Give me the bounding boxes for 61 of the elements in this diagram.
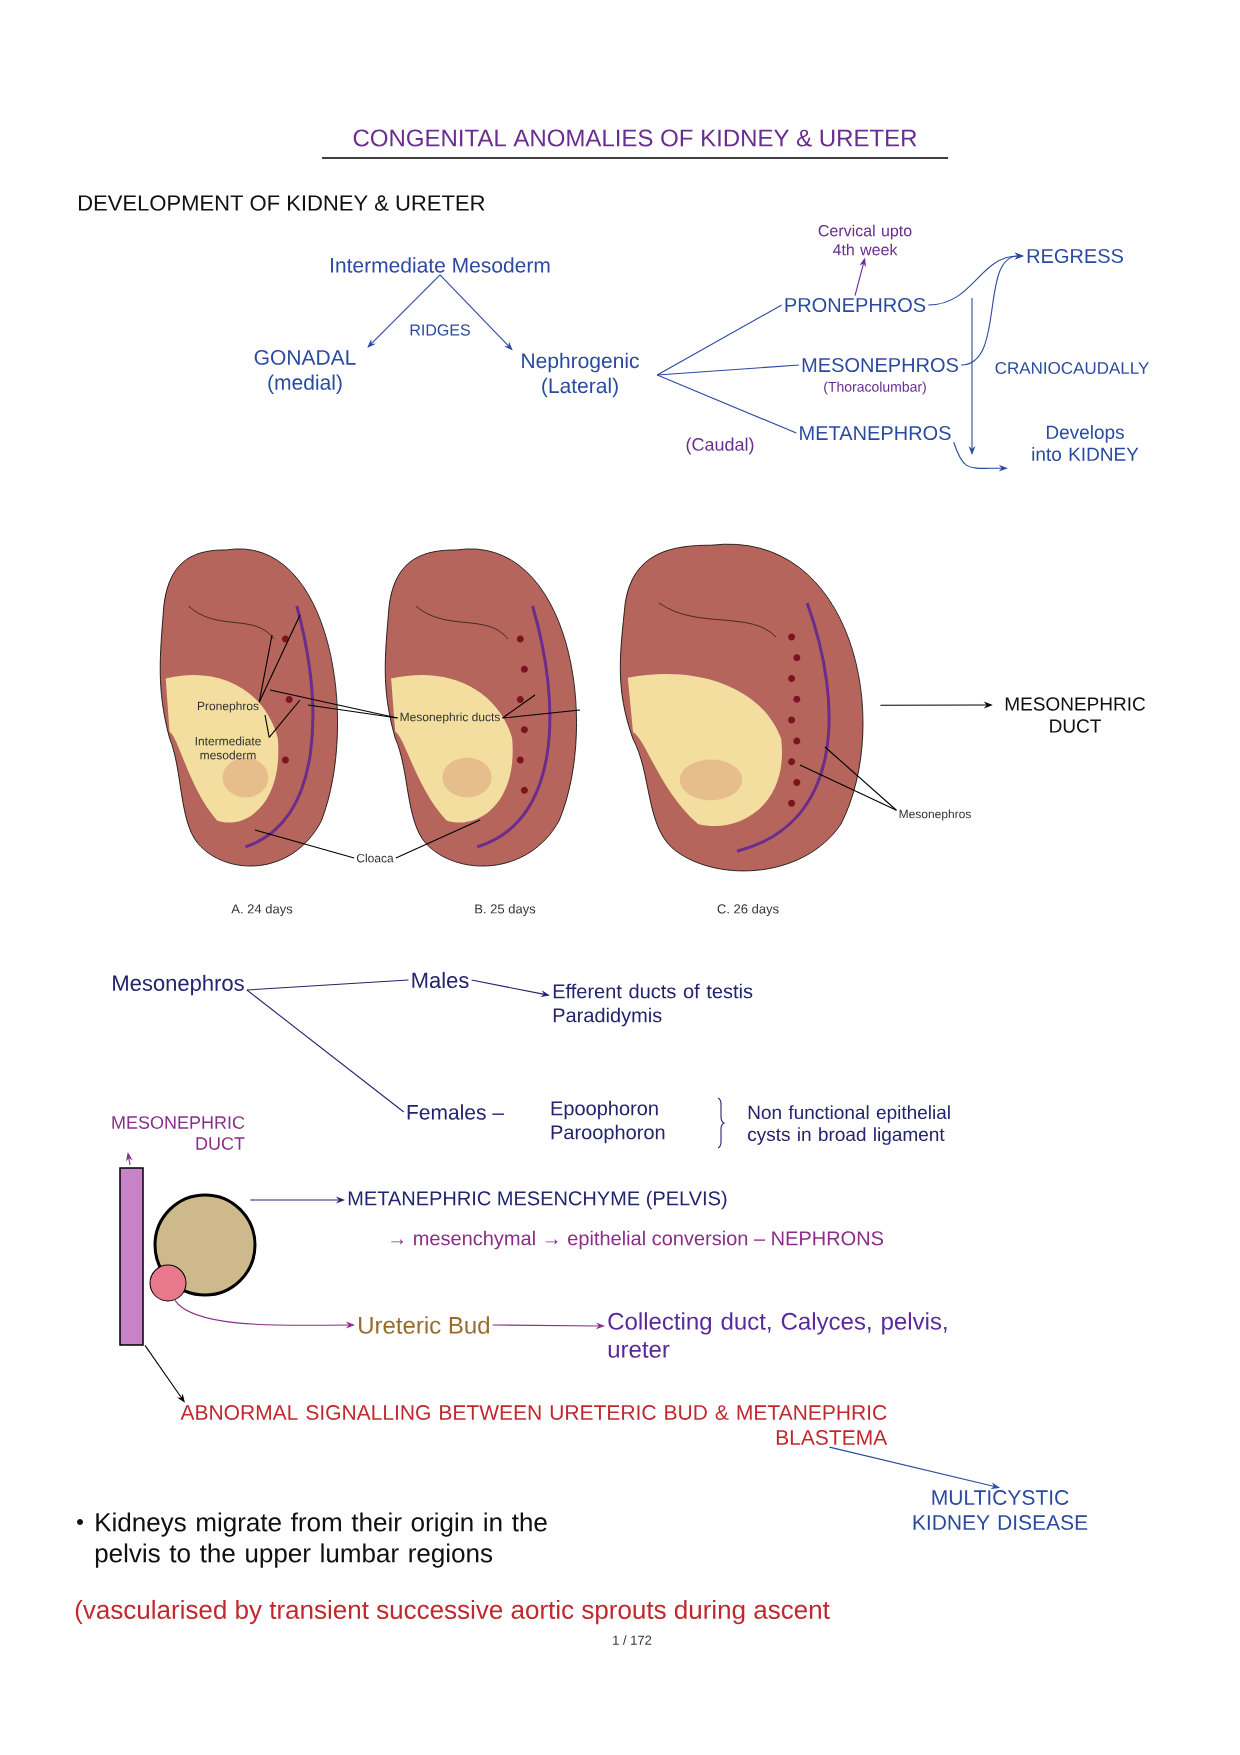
leader-line <box>307 704 398 719</box>
flow-text: GONADAL (medial) <box>254 350 356 394</box>
connector-line <box>656 304 783 376</box>
note-text: Non functional epithelial cysts in broad ligament <box>748 1105 950 1145</box>
connector-line <box>246 989 405 1113</box>
flow-text: Intermediate Mesoderm <box>331 257 550 273</box>
note-text: (vascularised by transient successive aortic sprouts during ascent <box>75 1599 830 1625</box>
handwritten-label: MESONEPHRIC DUCT <box>1005 697 1145 733</box>
arrow <box>367 274 441 348</box>
warning-text: ABNORMAL SIGNALLING BETWEEN URETERIC BUD & METANEPHRIC BLASTEMA <box>180 1405 888 1445</box>
leader-line <box>502 694 536 719</box>
connector-line <box>656 374 797 434</box>
leader-line <box>824 746 897 811</box>
embryo-drawing <box>159 549 338 867</box>
handwritten-text: Epoophoron Paroophoron <box>551 1100 665 1144</box>
note-text: Cervical upto 4th week <box>818 224 912 256</box>
handwritten-text: → mesenchymal → epithelial conversion – NEPHRONS <box>391 1230 884 1250</box>
figure-label: Pronephros <box>197 701 259 713</box>
note-text: (Caudal) <box>686 437 754 455</box>
flow-text: Nephrogenic (Lateral) <box>522 352 639 398</box>
handwritten-text: MULTICYSTIC KIDNEY DISEASE <box>913 1490 1088 1530</box>
handwritten-text: Collecting duct, Calyces, pelvis, ureter <box>608 1312 947 1358</box>
page-number: 1 / 172 <box>613 1635 652 1645</box>
leader-line <box>395 819 481 859</box>
flow-text: RIDGES <box>410 324 470 336</box>
handwritten-text: Efferent ducts of testis Paradidymis <box>553 983 753 1027</box>
handwritten-label: MESONEPHRIC DUCT <box>112 1116 245 1150</box>
connector-line <box>246 979 409 991</box>
handwritten-text: Ureteric Bud <box>359 1316 489 1334</box>
connector-line <box>656 364 800 376</box>
figure-label: Mesonephric ducts <box>400 712 500 724</box>
handwritten-text: Mesonephros <box>113 974 244 996</box>
leader-line <box>258 614 301 703</box>
figure-label: Intermediate mesoderm <box>195 736 261 760</box>
leader-line <box>799 764 897 811</box>
figure-caption: A. 24 days <box>231 903 293 917</box>
kidney-drawing <box>119 1167 257 1346</box>
handwritten-text: METANEPHRIC MESENCHYME (PELVIS) <box>348 1190 727 1210</box>
leader-line <box>268 699 301 738</box>
arrow <box>144 1344 185 1403</box>
bullet-text: Kidneys migrate from their origin in the pelvis to the upper lumbar regions <box>95 1512 547 1568</box>
embryo-drawing <box>619 544 864 872</box>
title: CONGENITAL ANOMALIES OF KIDNEY & URETER <box>353 129 917 147</box>
flow-text: METANEPHROS <box>800 425 951 441</box>
note-text: (Thoracolumbar) <box>824 381 926 395</box>
leader-line <box>264 714 270 738</box>
figure-caption: C. 26 days <box>717 903 779 917</box>
flow-text: REGRESS <box>1027 248 1123 264</box>
flow-text: Develops into KIDNEY <box>1032 425 1139 461</box>
handwritten-text: Females – <box>407 1104 504 1120</box>
leader-line <box>258 634 273 703</box>
figure-label: Cloaca <box>356 853 394 863</box>
flow-text: MESONEPHROS <box>802 357 958 373</box>
leader-line <box>254 829 355 859</box>
heading: DEVELOPMENT OF KIDNEY & URETER <box>79 195 485 211</box>
figure-label: Mesonephros <box>899 809 971 821</box>
flow-text: PRONEPHROS <box>785 297 926 313</box>
flow-text: CRANIOCAUDALLY <box>995 362 1149 375</box>
leader-line <box>502 709 581 719</box>
handwritten-text: Males <box>412 971 469 989</box>
figure-caption: B. 25 days <box>475 903 536 917</box>
